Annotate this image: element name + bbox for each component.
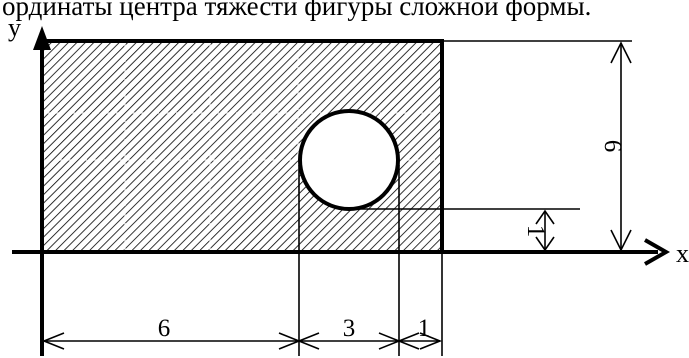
dashed-grid (44, 43, 440, 250)
dimension-label-6-bottom: 6 (158, 315, 171, 342)
y-axis-label: y (8, 13, 21, 42)
x-axis (12, 238, 671, 266)
dimension-label-1-offset: 1 (522, 225, 549, 238)
dimension-label-3: 3 (343, 315, 356, 342)
bottom-dimension-lines (41, 332, 443, 350)
extension-lines (298, 40, 632, 356)
dimension-label-6-height: 6 (599, 140, 626, 153)
hatched-rectangle (42, 41, 442, 252)
offset-dimension-line (535, 209, 555, 252)
height-dimension-line (610, 41, 632, 252)
caption-text: ординаты центра тяжести фигуры сложной ф… (2, 0, 591, 21)
y-axis (33, 26, 51, 356)
x-axis-label: x (676, 239, 689, 268)
circular-hole (298, 109, 400, 211)
dimension-label-1-bottom: 1 (418, 315, 431, 342)
